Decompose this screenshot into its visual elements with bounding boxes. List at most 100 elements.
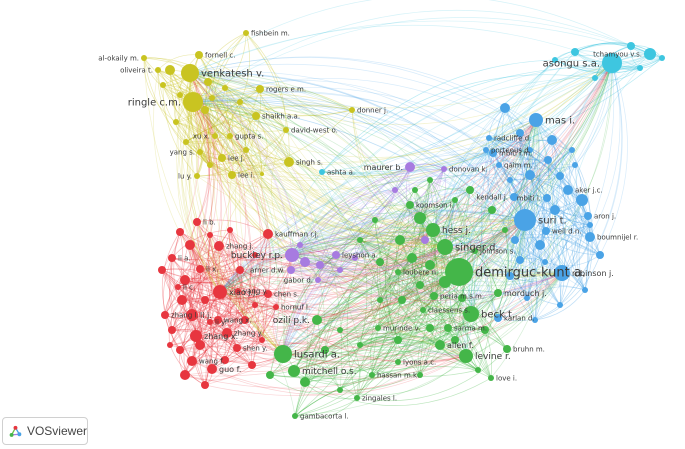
node-aker-j-c[interactable] bbox=[563, 185, 573, 195]
node-shaikh-a-a[interactable] bbox=[252, 112, 260, 120]
node-maurer-b[interactable] bbox=[405, 162, 415, 172]
node-kendall-j[interactable] bbox=[510, 193, 518, 201]
node[interactable] bbox=[176, 228, 184, 236]
node[interactable] bbox=[412, 187, 418, 193]
node[interactable] bbox=[357, 342, 363, 348]
node[interactable] bbox=[488, 206, 496, 214]
node[interactable] bbox=[516, 256, 524, 264]
node[interactable] bbox=[177, 92, 183, 98]
node-buckley-r-p[interactable] bbox=[285, 248, 299, 262]
node-lusardi-a[interactable] bbox=[274, 345, 292, 363]
node[interactable] bbox=[417, 372, 423, 378]
node[interactable] bbox=[394, 336, 402, 344]
node-yang-s[interactable] bbox=[197, 149, 203, 155]
node-li-y[interactable] bbox=[207, 319, 213, 325]
node[interactable] bbox=[475, 367, 481, 373]
node-bruhn-m[interactable] bbox=[503, 345, 511, 353]
node-fornell-c[interactable] bbox=[195, 51, 203, 59]
node-donner-j[interactable] bbox=[349, 107, 355, 113]
node-loubere-n[interactable] bbox=[395, 269, 401, 275]
node[interactable] bbox=[627, 42, 635, 50]
node[interactable] bbox=[266, 371, 274, 379]
node[interactable] bbox=[185, 240, 195, 250]
node-al-okaily-m[interactable] bbox=[141, 55, 147, 61]
node[interactable] bbox=[542, 259, 548, 265]
node[interactable] bbox=[180, 275, 190, 285]
node[interactable] bbox=[176, 346, 184, 354]
vosviewer-badge[interactable]: VOSviewer bbox=[2, 417, 88, 445]
node[interactable] bbox=[451, 336, 459, 344]
node[interactable] bbox=[544, 156, 552, 164]
node[interactable] bbox=[337, 387, 343, 393]
node-venkatesh-v[interactable] bbox=[181, 64, 199, 82]
node-sarma-m[interactable] bbox=[444, 324, 452, 332]
node[interactable] bbox=[180, 370, 190, 380]
node[interactable] bbox=[316, 261, 324, 269]
node-li-a[interactable] bbox=[168, 254, 176, 262]
node[interactable] bbox=[260, 172, 264, 176]
node[interactable] bbox=[204, 78, 212, 86]
node[interactable] bbox=[535, 240, 545, 250]
node[interactable] bbox=[637, 65, 643, 71]
node-hess-j[interactable] bbox=[426, 223, 440, 237]
node-hornuf-l[interactable] bbox=[273, 304, 279, 310]
node-ringle-c-m[interactable] bbox=[183, 92, 203, 112]
node-wang-f[interactable] bbox=[187, 356, 197, 366]
node-lu-y[interactable] bbox=[194, 173, 200, 179]
node-porteous-d[interactable] bbox=[483, 147, 489, 153]
node[interactable] bbox=[547, 135, 557, 145]
node-karlan-d[interactable] bbox=[494, 314, 502, 322]
node-li-c[interactable] bbox=[175, 284, 181, 290]
node[interactable] bbox=[297, 242, 303, 248]
node-gambacorta-l[interactable] bbox=[292, 413, 298, 419]
node-wang-x[interactable] bbox=[214, 316, 222, 324]
node[interactable] bbox=[201, 381, 209, 389]
node[interactable] bbox=[173, 119, 179, 125]
node-zhang-l[interactable] bbox=[161, 311, 169, 319]
node[interactable] bbox=[527, 147, 533, 153]
node[interactable] bbox=[398, 296, 406, 304]
node-fishbein-m[interactable] bbox=[243, 30, 249, 36]
node-lee-j[interactable] bbox=[218, 154, 226, 162]
node[interactable] bbox=[466, 186, 474, 194]
node[interactable] bbox=[376, 258, 384, 266]
node[interactable] bbox=[222, 85, 228, 91]
node-chen-s[interactable] bbox=[264, 290, 272, 298]
node[interactable] bbox=[511, 236, 519, 244]
node-zingales-l[interactable] bbox=[354, 395, 360, 401]
node[interactable] bbox=[572, 162, 578, 168]
node-johnson-s[interactable] bbox=[472, 248, 478, 254]
node-donovan-k[interactable] bbox=[441, 166, 447, 172]
node[interactable] bbox=[395, 235, 405, 245]
node-qaim-m[interactable] bbox=[496, 162, 502, 168]
node[interactable] bbox=[207, 232, 213, 238]
node-morduch-j[interactable] bbox=[494, 289, 502, 297]
node-robinson-j[interactable] bbox=[554, 265, 570, 281]
node[interactable] bbox=[177, 295, 187, 305]
node[interactable] bbox=[321, 346, 329, 354]
node[interactable] bbox=[556, 172, 564, 180]
node-lee-i[interactable] bbox=[228, 171, 236, 179]
node-beck-t[interactable] bbox=[463, 306, 479, 322]
node[interactable] bbox=[167, 342, 173, 348]
node[interactable] bbox=[168, 326, 176, 334]
node-david-west-o[interactable] bbox=[283, 127, 289, 133]
node-zhang-j[interactable] bbox=[214, 241, 224, 251]
node-gupta-s[interactable] bbox=[227, 133, 233, 139]
node-shen-y[interactable] bbox=[233, 344, 241, 352]
node-radcliffe-d[interactable] bbox=[486, 135, 492, 141]
node-mbiti-i-m[interactable] bbox=[489, 149, 497, 157]
node-aron-j[interactable] bbox=[584, 212, 592, 220]
node-singh-s[interactable] bbox=[284, 157, 294, 167]
node-ozili-p-k[interactable] bbox=[312, 315, 322, 325]
node[interactable] bbox=[337, 327, 343, 333]
node-hassan-m-k[interactable] bbox=[369, 372, 375, 378]
node[interactable] bbox=[452, 197, 458, 203]
node-koomson-i[interactable] bbox=[406, 201, 414, 209]
node[interactable] bbox=[516, 129, 524, 137]
node-singer-d[interactable] bbox=[437, 239, 453, 255]
node[interactable] bbox=[252, 252, 258, 258]
node[interactable] bbox=[357, 237, 363, 243]
node[interactable] bbox=[236, 266, 244, 274]
node-leyshon-a[interactable] bbox=[332, 251, 340, 259]
